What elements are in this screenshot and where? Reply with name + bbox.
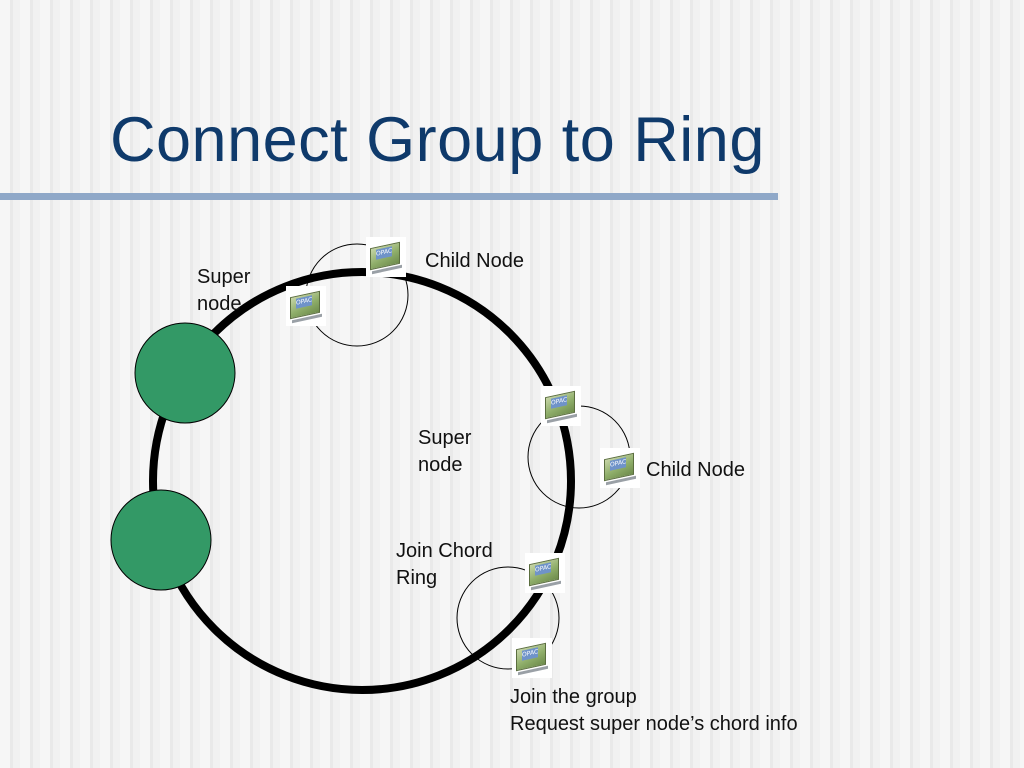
router-icon[interactable]: OPAC [525, 553, 565, 593]
label-super-node-top: Super node [197, 266, 251, 315]
label-join-group: Join the group Request super node’s chor… [510, 686, 798, 735]
router-icon[interactable]: OPAC [600, 448, 640, 488]
router-icon[interactable]: OPAC [366, 237, 406, 277]
child-group-circle-bottom [456, 566, 560, 670]
chord-ring [149, 268, 575, 694]
router-icon[interactable]: OPAC [512, 638, 552, 678]
super-node-top[interactable] [134, 322, 236, 424]
label-join-chord-ring: Join Chord Ring [396, 540, 493, 589]
super-node-bottom[interactable] [110, 489, 212, 591]
slide-title: Connect Group to Ring [110, 105, 765, 175]
title-divider [0, 193, 778, 200]
label-child-node-right: Child Node [646, 459, 745, 481]
label-super-node-center: Super node [418, 427, 472, 476]
label-child-node-top: Child Node [425, 250, 524, 272]
router-icon[interactable]: OPAC [541, 386, 581, 426]
router-icon[interactable]: OPAC [286, 286, 326, 326]
